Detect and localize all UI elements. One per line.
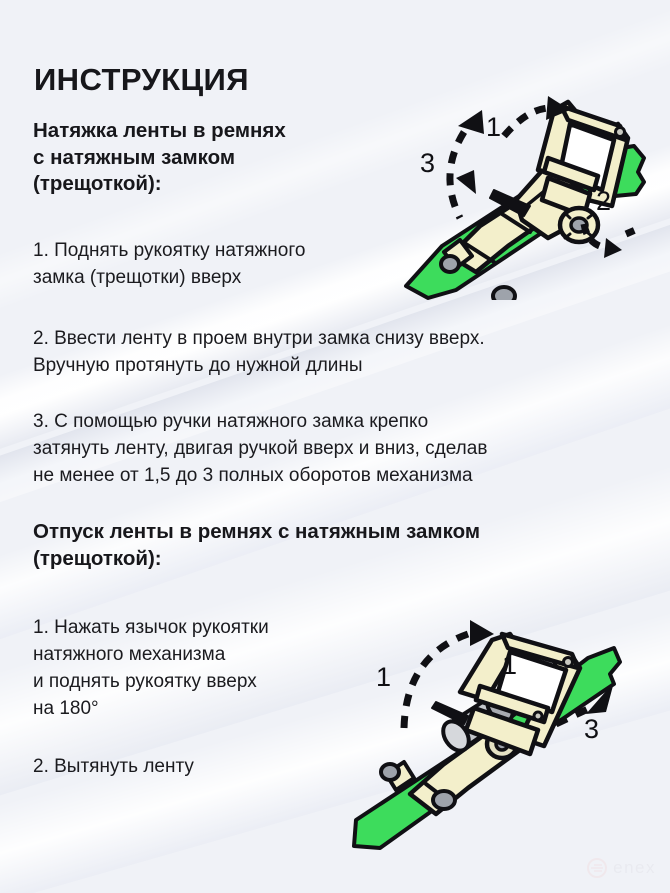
tighten-step-3: 3. С помощью ручки натяжного замка крепк… [33, 411, 488, 486]
callout-arrow-1-head [546, 96, 570, 120]
callout-label-2: 2 [596, 186, 611, 216]
watermark: enex [586, 857, 656, 879]
callout-arrow-3-tail-head [458, 110, 484, 134]
ratchet-handle [535, 99, 631, 219]
callout-arrow-1 [501, 104, 549, 139]
callout-arrow-3 [554, 704, 592, 728]
release-section-heading: Отпуск ленты в ремнях с натяжным замком … [33, 520, 481, 570]
callout-arrow-3-head [586, 682, 614, 714]
ratchet-buckle-tightening-diagram: 1 2 3 [398, 48, 670, 307]
page-title: ИНСТРУКЦИЯ [34, 62, 249, 97]
enex-logo-icon [587, 858, 608, 878]
tighten-section-heading: Натяжка ленты в ремнях с натяжным замком… [33, 119, 286, 195]
callout-label-3: 3 [584, 714, 599, 744]
release-step-2: 2. Вытянуть ленту [33, 756, 194, 777]
callout-arrow-1-head [470, 620, 494, 646]
callout-label-1-center: 1 [502, 650, 517, 680]
ratchet-buckle-release-diagram: 1 1 3 [352, 596, 664, 863]
tighten-step-1: 1. Поднять рукоятку натяжного замка (тре… [33, 240, 306, 288]
callout-arrow-3 [446, 130, 468, 220]
release-pawl [489, 189, 531, 217]
buckle-end-bar [379, 760, 457, 811]
ratchet-handle [457, 631, 583, 757]
callout-label-3: 3 [420, 148, 435, 178]
callout-arrow-3-head [456, 170, 476, 194]
tighten-step-2: 2. Ввести ленту в проем внутри замка сни… [33, 328, 485, 376]
callout-label-1: 1 [486, 112, 501, 142]
callout-label-1-left: 1 [376, 662, 391, 692]
callout-arrow-2-head [604, 238, 622, 258]
watermark-text: enex [613, 858, 656, 877]
release-pawl [431, 701, 469, 725]
release-step-1: 1. Нажать язычок рукоятки натяжного меха… [33, 617, 269, 719]
ratchet-gear-hub [557, 205, 601, 245]
